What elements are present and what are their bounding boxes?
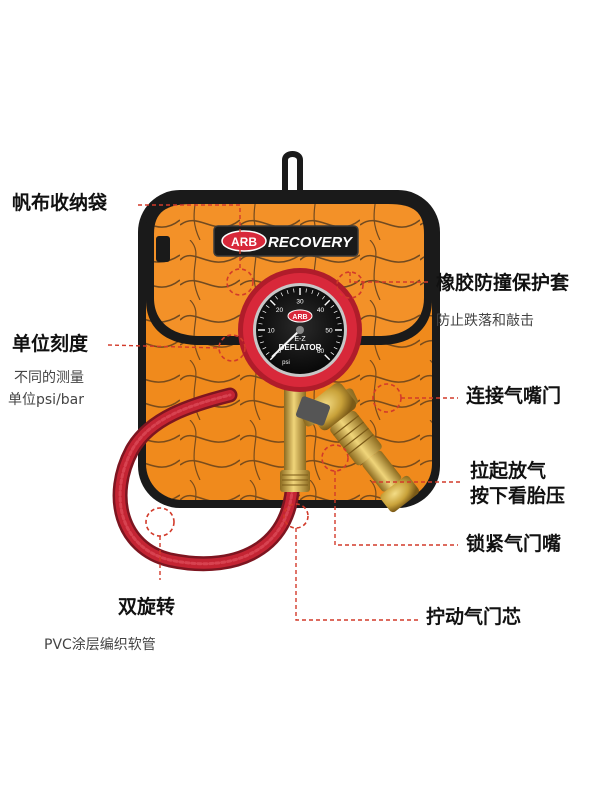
gauge-tick bbox=[293, 288, 295, 293]
gauge-tick bbox=[265, 305, 270, 308]
callout-scale-title: 单位刻度 bbox=[12, 333, 89, 355]
brand-badge-text: RECOVERY bbox=[268, 234, 354, 251]
gauge-tick-label: 10 bbox=[267, 328, 275, 335]
gauge-tick bbox=[336, 341, 341, 344]
gauge-tick bbox=[336, 316, 341, 319]
gauge-tick-label: 20 bbox=[276, 307, 284, 314]
callout-deflate-title-line1: 拉起放气 bbox=[470, 460, 547, 482]
gauge-tick bbox=[286, 289, 289, 294]
callout-scale-desc-line1: 不同的测量 bbox=[14, 370, 84, 386]
gauge-tick bbox=[280, 292, 284, 297]
callout-valve-connect-title: 连接气嘴门 bbox=[466, 385, 562, 407]
callout-swivel-title: 双旋转 bbox=[118, 596, 176, 618]
deflate-button bbox=[295, 396, 331, 426]
gauge-tick bbox=[330, 305, 335, 308]
gauge-tick bbox=[311, 289, 314, 294]
marker-bumper bbox=[336, 271, 364, 299]
gauge-tick-label: 0 bbox=[278, 348, 282, 355]
gauge-tick bbox=[305, 288, 307, 293]
gauge-logo-text: ARB bbox=[292, 314, 307, 321]
brand-logo-text: ARB bbox=[231, 235, 257, 249]
gauge-tick bbox=[262, 346, 267, 350]
callout-swivel-desc: PVC涂层编织软管 bbox=[44, 637, 156, 653]
gauge-tick bbox=[333, 310, 338, 314]
gauge-tick bbox=[316, 292, 320, 297]
brass-stem bbox=[284, 380, 306, 480]
gauge-tick bbox=[275, 295, 278, 300]
gauge-tick bbox=[265, 352, 270, 355]
gauge-tick bbox=[322, 295, 325, 300]
gauge-tick bbox=[258, 335, 263, 337]
gauge-tick bbox=[337, 323, 342, 325]
pressure-gauge: 0 10 20 30 40 50 60 ARB E-Z DEFLATOR psi bbox=[238, 268, 362, 392]
callout-bag-title: 帆布收纳袋 bbox=[12, 192, 108, 214]
marker-core bbox=[283, 503, 309, 529]
gauge-tick bbox=[262, 310, 267, 314]
gauge-unit: psi bbox=[282, 360, 290, 366]
gauge-tick bbox=[337, 335, 342, 337]
gauge-tick-label: 60 bbox=[317, 348, 325, 355]
gauge-tick bbox=[330, 352, 335, 355]
marker-bag bbox=[226, 268, 254, 296]
callout-leaders bbox=[107, 204, 462, 621]
side-tag bbox=[156, 236, 170, 262]
gauge-model-line1: E-Z bbox=[294, 336, 306, 343]
brand-badge: ARB RECOVERY bbox=[213, 225, 359, 257]
callout-core-title: 拧动气门芯 bbox=[426, 606, 522, 628]
callout-deflate-title-line2: 按下看胎压 bbox=[470, 485, 566, 507]
callout-lock-title: 锁紧气门嘴 bbox=[466, 533, 562, 555]
gauge-tick bbox=[259, 341, 264, 344]
gauge-tick-label: 30 bbox=[296, 299, 304, 306]
marker-scale bbox=[218, 334, 246, 362]
marker-lock bbox=[321, 444, 349, 472]
gauge-tick-labels: 0 10 20 30 40 50 60 bbox=[267, 299, 333, 356]
gauge-tick-label: 40 bbox=[317, 307, 325, 314]
gauge-tick bbox=[269, 299, 276, 306]
hanging-loop bbox=[282, 151, 303, 192]
callout-bumper-title: 橡胶防撞保护套 bbox=[436, 272, 570, 294]
callout-scale-desc-line2: 单位psi/bar bbox=[8, 392, 85, 408]
gauge-tick bbox=[324, 299, 331, 306]
gauge-tick bbox=[259, 316, 264, 319]
gauge-model-line2: DEFLATOR bbox=[279, 343, 322, 352]
gauge-tick-label: 50 bbox=[325, 328, 333, 335]
marker-swivel bbox=[145, 507, 175, 537]
gauge-needle bbox=[271, 329, 301, 358]
gauge-tick bbox=[324, 354, 331, 361]
callout-bumper-desc: 防止跌落和敲击 bbox=[436, 313, 534, 329]
gauge-tick bbox=[258, 323, 263, 325]
gauge-tick bbox=[333, 346, 338, 350]
